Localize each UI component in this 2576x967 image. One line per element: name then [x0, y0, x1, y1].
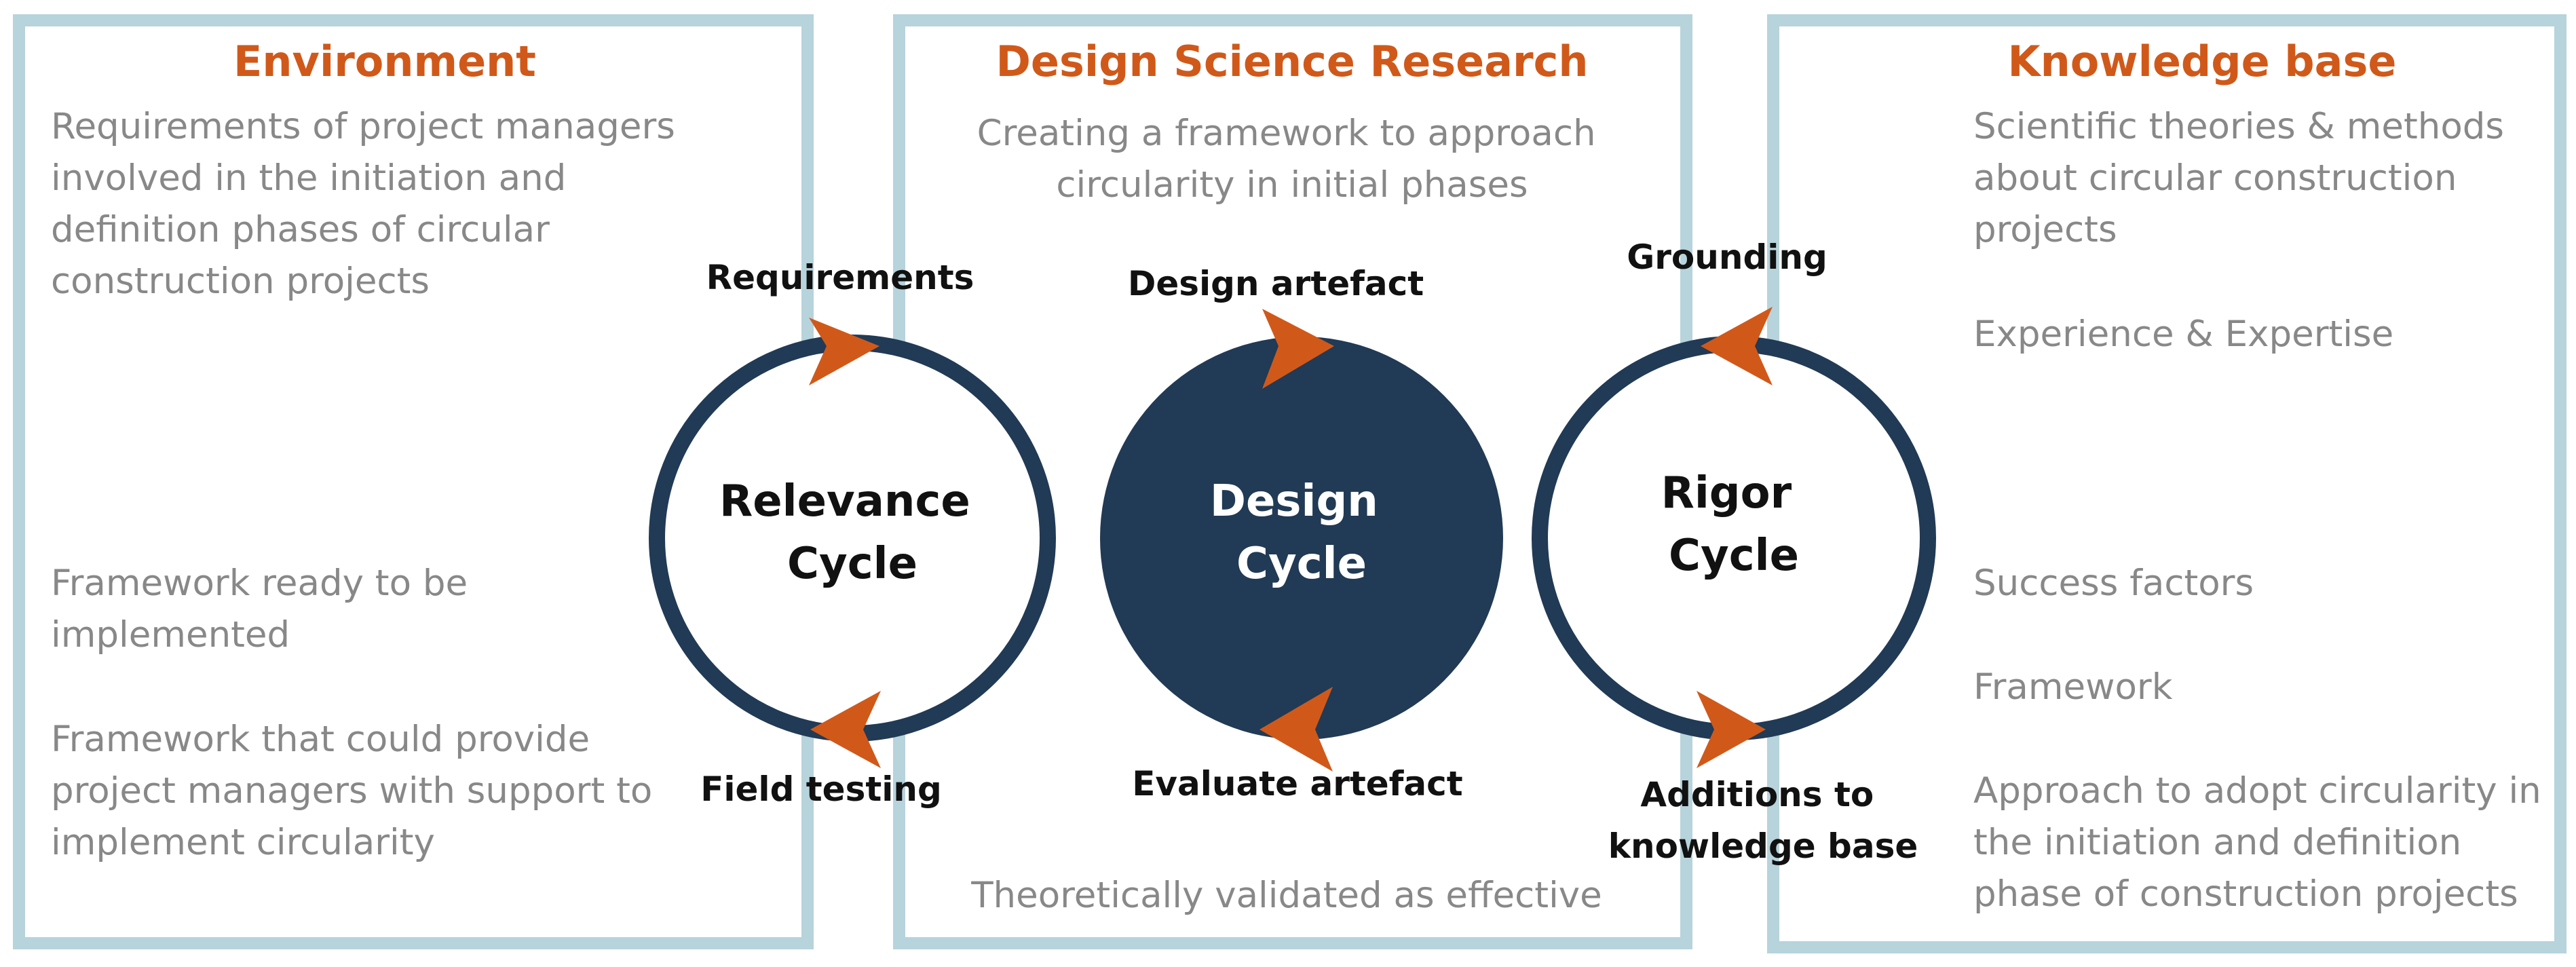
environment-support-text: Framework that could provide project man…	[51, 719, 664, 863]
relevance-cycle-title: Relevance Cycle	[719, 476, 985, 589]
knowledge-base-success-text: Success factors	[1973, 563, 2254, 604]
rigor-cycle-additions-label: Additions to knowledge base	[1608, 775, 1918, 866]
design-science-intro-text: Creating a framework to approach circula…	[977, 113, 1608, 206]
rigor-cycle-title: Rigor Cycle	[1661, 468, 1807, 581]
knowledge-base-approach-text: Approach to adopt circularity in the ini…	[1973, 770, 2553, 915]
environment-requirements-text: Requirements of project managers involve…	[51, 106, 687, 302]
rigor-cycle-bottom-arrow	[1697, 691, 1766, 768]
knowledge-base-framework-text: Framework	[1973, 666, 2173, 708]
relevance-cycle-bottom-arrow	[810, 691, 881, 768]
knowledge-base-theories-text: Scientific theories & methods about circ…	[1973, 106, 2516, 250]
design-cycle-bottom-arrow	[1259, 687, 1333, 772]
design-cycle-disc	[1100, 337, 1503, 740]
environment-ready-text: Framework ready to be implemented	[51, 563, 479, 656]
design-science-title: Design Science Research	[996, 37, 1588, 86]
design-cycle-design-artefact-label: Design artefact	[1128, 264, 1424, 303]
relevance-cycle-field-testing-label: Field testing	[700, 770, 942, 809]
design-science-outcome-text: Theoretically validated as effective	[970, 875, 1602, 916]
knowledge-base-experience-text: Experience & Expertise	[1973, 314, 2393, 355]
design-cycle-title: Design Cycle	[1210, 476, 1393, 589]
rigor-cycle-top-arrow	[1701, 307, 1773, 385]
relevance-cycle-top-arrow	[809, 318, 879, 385]
rigor-cycle-grounding-label: Grounding	[1627, 238, 1827, 277]
design-cycle-top-arrow	[1262, 309, 1334, 389]
knowledge-base-title: Knowledge base	[2008, 37, 2397, 86]
design-cycle-evaluate-artefact-label: Evaluate artefact	[1132, 764, 1462, 803]
relevance-cycle-requirements-label: Requirements	[706, 258, 974, 297]
environment-title: Environment	[233, 37, 536, 86]
relevance-cycle-ring	[649, 335, 1056, 742]
